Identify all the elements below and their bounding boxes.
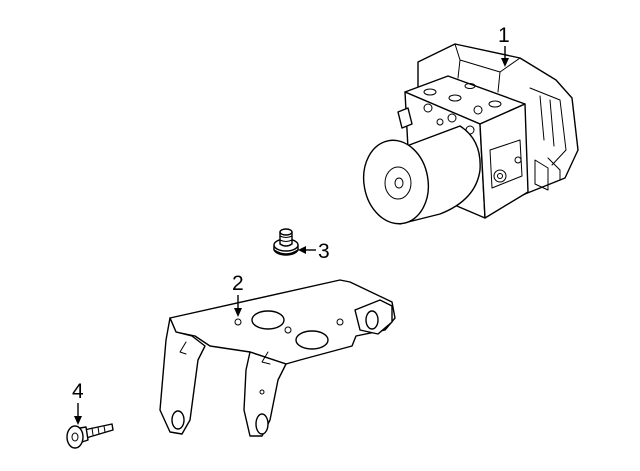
callout-2: 2 <box>232 272 244 317</box>
abs-modulator-unit <box>362 43 579 225</box>
callout-label-1: 1 <box>498 24 510 47</box>
mounting-bracket-part-2 <box>159 279 396 437</box>
callout-label-2: 2 <box>232 272 244 295</box>
stud-bolt-part-4 <box>66 423 114 449</box>
callout-3: 3 <box>298 240 330 263</box>
callout-label-3: 3 <box>318 240 330 263</box>
callout-label-4: 4 <box>72 380 84 403</box>
bolt-part-3 <box>273 228 299 256</box>
callout-4: 4 <box>72 380 84 425</box>
callout-1: 1 <box>498 24 510 67</box>
